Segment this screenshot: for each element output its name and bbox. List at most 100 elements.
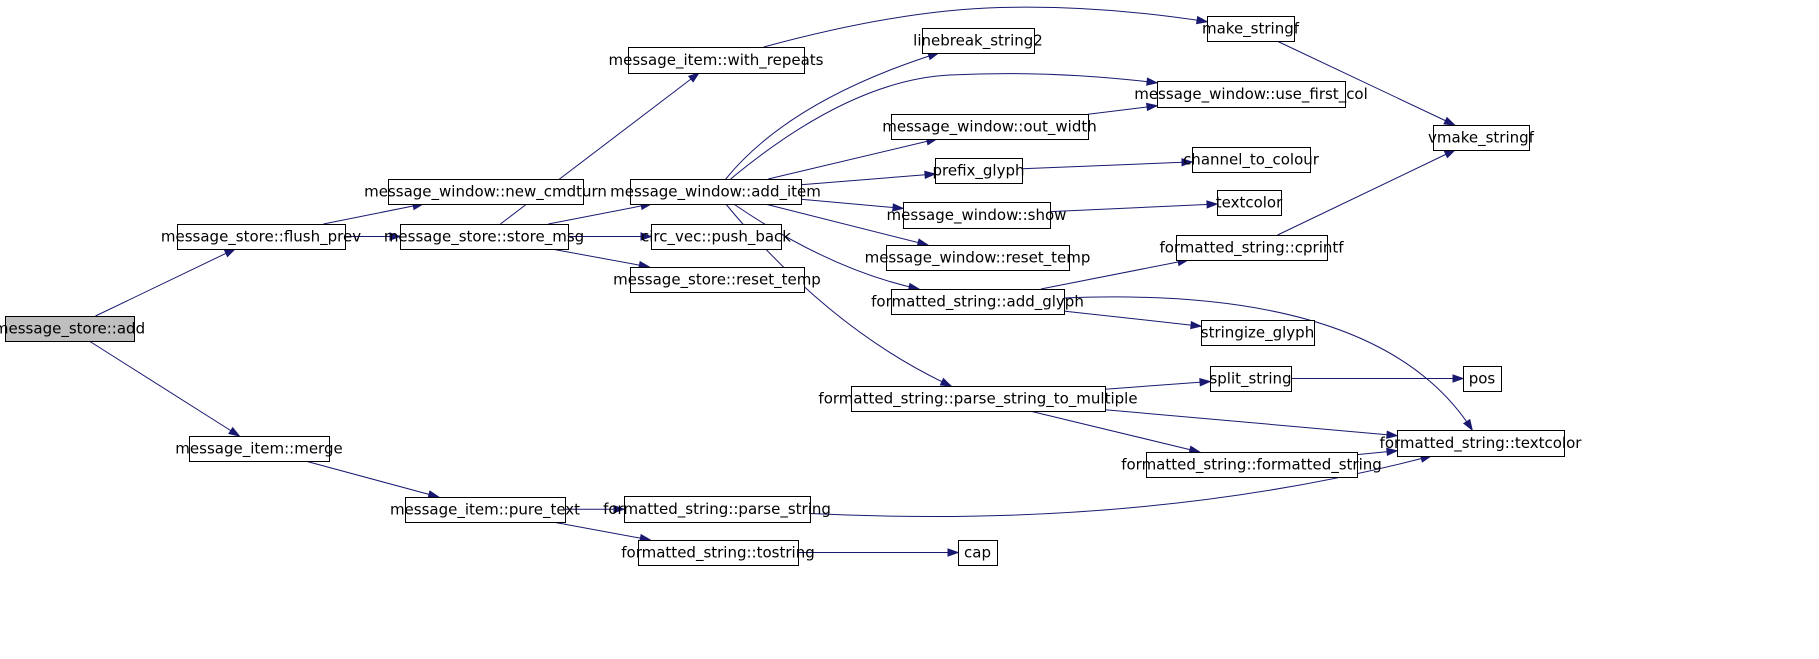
node-formatted-string-parse-string[interactable]: formatted_string::parse_string bbox=[603, 496, 831, 523]
node-message-item-pure-text[interactable]: message_item::pure_text bbox=[390, 497, 580, 523]
edge-line bbox=[1063, 296, 1473, 431]
node-box bbox=[958, 540, 998, 566]
edge-message-item-with-repeats-to-make-stringf bbox=[763, 6, 1209, 48]
node-textcolor[interactable]: textcolor bbox=[1216, 190, 1283, 216]
node-label: linebreak_string2 bbox=[913, 32, 1043, 51]
edge-message-item-merge-to-message-item-pure-text bbox=[305, 460, 441, 499]
node-box bbox=[1157, 81, 1346, 108]
node-box bbox=[1210, 366, 1292, 392]
arrowhead-icon bbox=[228, 426, 241, 437]
edge-line bbox=[1029, 410, 1200, 453]
node-make-stringf[interactable]: make_stringf bbox=[1202, 16, 1300, 42]
edge-message-store-add-to-message-item-merge bbox=[88, 340, 241, 437]
arrowhead-icon bbox=[1146, 77, 1159, 86]
node-label: formatted_string::formatted_string bbox=[1121, 456, 1382, 475]
node-message-store-store-msg[interactable]: message_store::store_msg bbox=[384, 224, 584, 250]
node-box bbox=[624, 496, 811, 523]
edge-line bbox=[1049, 203, 1218, 213]
arrowhead-icon bbox=[916, 238, 930, 247]
node-message-window-reset-temp[interactable]: message_window::reset_temp bbox=[865, 245, 1091, 271]
node-split-string[interactable]: split_string bbox=[1209, 366, 1292, 392]
node-box bbox=[922, 28, 1035, 54]
arrowhead-icon bbox=[427, 490, 441, 499]
node-label: pos bbox=[1469, 370, 1496, 388]
node-label: message_window::new_cmdturn bbox=[364, 183, 607, 202]
node-formatted-string-add-glyph[interactable]: formatted_string::add_glyph bbox=[871, 289, 1084, 315]
node-message-window-out-width[interactable]: message_window::out_width bbox=[882, 114, 1097, 140]
edge-split-string-to-pos bbox=[1291, 374, 1465, 383]
arrowhead-icon bbox=[1443, 149, 1457, 159]
node-label: stringize_glyph bbox=[1201, 324, 1314, 343]
node-formatted-string-parse-string-to-multiple[interactable]: formatted_string::parse_string_to_multip… bbox=[818, 386, 1138, 412]
node-message-window-use-first-col[interactable]: message_window::use_first_col bbox=[1134, 81, 1368, 108]
node-box bbox=[851, 386, 1106, 412]
edge-line bbox=[730, 73, 1158, 180]
node-box bbox=[628, 47, 805, 74]
edge-line bbox=[1277, 149, 1456, 236]
node-label: message_window::reset_temp bbox=[865, 249, 1091, 268]
node-label: split_string bbox=[1209, 370, 1291, 389]
node-pos[interactable]: pos bbox=[1463, 366, 1502, 392]
arrowhead-icon bbox=[687, 72, 701, 83]
edge-line bbox=[725, 52, 939, 180]
node-vmake-stringf[interactable]: vmake_stringf bbox=[1428, 125, 1535, 151]
node-box bbox=[1463, 366, 1502, 392]
node-message-window-new-cmdturn[interactable]: message_window::new_cmdturn bbox=[364, 179, 607, 205]
node-stringize-glyph[interactable]: stringize_glyph bbox=[1201, 320, 1315, 346]
node-box bbox=[651, 224, 782, 250]
edges-layer bbox=[88, 6, 1474, 557]
node-box bbox=[405, 497, 566, 523]
node-label: message_window::add_item bbox=[610, 183, 821, 202]
node-label: message_window::use_first_col bbox=[1134, 85, 1368, 104]
node-box bbox=[1146, 452, 1358, 478]
node-box bbox=[1433, 125, 1530, 151]
node-label: message_store::store_msg bbox=[384, 228, 584, 247]
node-formatted-string-formatted-string[interactable]: formatted_string::formatted_string bbox=[1121, 452, 1382, 478]
node-box bbox=[1217, 190, 1282, 216]
edge-line bbox=[768, 138, 937, 180]
arrowhead-icon bbox=[1181, 158, 1194, 167]
node-message-window-add-item[interactable]: message_window::add_item bbox=[610, 179, 821, 205]
node-linebreak-string2[interactable]: linebreak_string2 bbox=[913, 28, 1043, 54]
node-message-window-show[interactable]: message_window::show bbox=[887, 202, 1067, 229]
node-message-item-with-repeats[interactable]: message_item::with_repeats bbox=[609, 47, 824, 74]
node-label: textcolor bbox=[1216, 194, 1283, 212]
edge-message-store-store-msg-to-message-window-add-item bbox=[548, 201, 653, 225]
node-label: message_window::show bbox=[887, 206, 1067, 225]
node-label: vmake_stringf bbox=[1428, 129, 1535, 148]
arrowhead-icon bbox=[947, 548, 960, 557]
arrowhead-icon bbox=[640, 232, 653, 241]
node-box bbox=[1192, 147, 1311, 173]
edge-line bbox=[1104, 381, 1211, 390]
edge-message-window-add-item-to-message-window-out-width bbox=[768, 137, 939, 180]
edge-message-window-add-item-to-linebreak-string2 bbox=[725, 52, 940, 180]
node-message-item-merge[interactable]: message_item::merge bbox=[175, 436, 343, 462]
node-circ-vec-push-back[interactable]: circ_vec::push_back bbox=[641, 224, 791, 250]
arrowhead-icon bbox=[892, 203, 905, 212]
arrowhead-icon bbox=[1452, 374, 1465, 383]
arrowhead-icon bbox=[1146, 102, 1159, 112]
edge-message-store-flush-prev-to-message-store-store-msg bbox=[345, 232, 402, 241]
arrowhead-icon bbox=[1463, 418, 1474, 432]
node-prefix-glyph[interactable]: prefix_glyph bbox=[932, 158, 1025, 184]
node-formatted-string-textcolor[interactable]: formatted_string::textcolor bbox=[1380, 430, 1583, 457]
node-box bbox=[891, 289, 1065, 315]
node-formatted-string-tostring[interactable]: formatted_string::tostring bbox=[621, 540, 815, 566]
node-message-store-add[interactable]: message_store::add bbox=[0, 316, 145, 342]
node-box bbox=[891, 114, 1089, 140]
node-label: message_store::reset_temp bbox=[613, 271, 821, 290]
node-cap[interactable]: cap bbox=[958, 540, 998, 566]
node-formatted-string-cprintf[interactable]: formatted_string::cprintf bbox=[1159, 235, 1344, 261]
edge-line bbox=[1104, 409, 1398, 437]
edge-formatted-string-parse-string-to-multiple-to-formatted-string-textcolor bbox=[1104, 409, 1399, 439]
arrowhead-icon bbox=[1443, 116, 1456, 126]
node-label: formatted_string::textcolor bbox=[1380, 434, 1583, 453]
node-channel-to-colour[interactable]: channel_to_colour bbox=[1183, 147, 1320, 173]
node-label: message_window::out_width bbox=[882, 118, 1097, 137]
node-message-store-flush-prev[interactable]: message_store::flush_prev bbox=[161, 224, 361, 250]
node-message-store-reset-temp[interactable]: message_store::reset_temp bbox=[613, 267, 821, 293]
edge-line bbox=[800, 173, 936, 186]
edge-message-window-add-item-to-message-window-reset-temp bbox=[764, 203, 930, 247]
nodes-layer: message_store::add message_store::flush_p… bbox=[0, 16, 1583, 566]
